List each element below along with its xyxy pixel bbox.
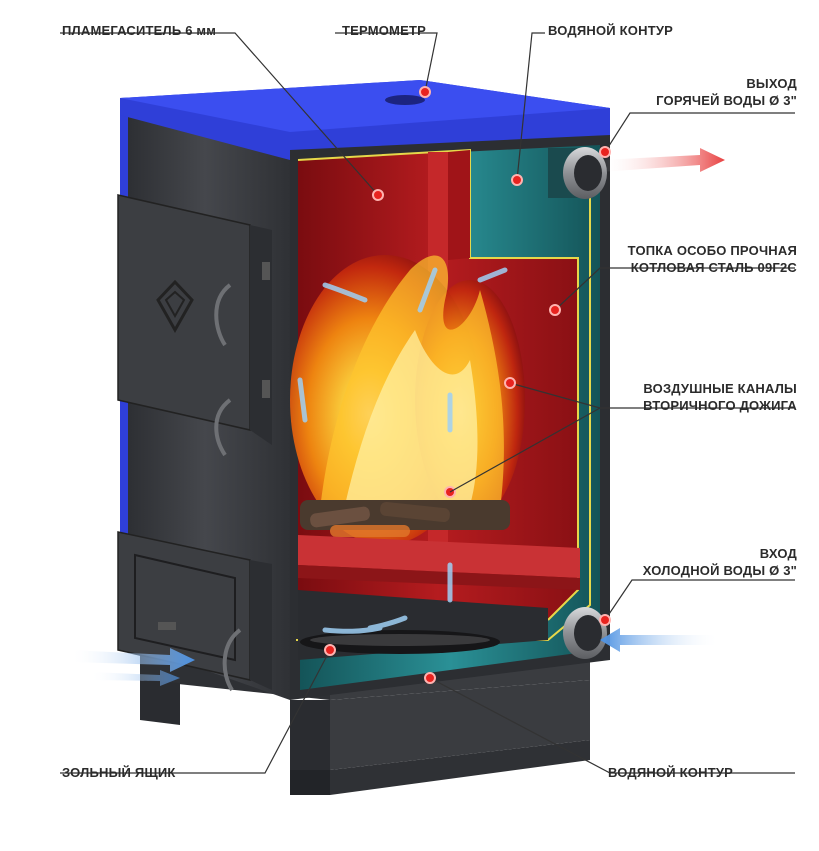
label-cold-water-inlet-line2: ХОЛОДНОЙ ВОДЫ Ø 3" — [642, 563, 797, 578]
label-hot-water-outlet-line2: ГОРЯЧЕЙ ВОДЫ Ø 3" — [656, 93, 797, 108]
cold-water-arrow-right — [600, 628, 720, 652]
lower-door — [117, 531, 272, 692]
label-firebox-line1: ТОПКА ОСОБО ПРОЧНАЯ — [627, 243, 797, 258]
label-flame-arrester: ПЛАМЕГАСИТЕЛЬ 6 мм — [62, 23, 217, 38]
cold-air-arrow-left — [70, 648, 195, 686]
label-thermometer: ТЕРМОМЕТР — [342, 23, 426, 38]
fire — [290, 255, 525, 545]
label-air-channels-line1: ВОЗДУШНЫЕ КАНАЛЫ — [643, 381, 797, 396]
hot-water-pipe — [548, 147, 607, 199]
label-cold-water-inlet-line1: ВХОД — [759, 546, 797, 561]
label-cold-water-inlet: ВХОД ХОЛОДНОЙ ВОДЫ Ø 3" — [643, 545, 797, 579]
label-water-jacket-top: ВОДЯНОЙ КОНТУР — [548, 23, 673, 38]
fire-grate — [298, 535, 580, 578]
upper-door — [117, 194, 272, 457]
hot-water-arrow — [600, 148, 725, 172]
label-hot-water-outlet-line1: ВЫХОД — [746, 76, 797, 91]
callout-markers — [324, 86, 611, 684]
label-air-channels-line2: ВТОРИЧНОГО ДОЖИГА — [643, 398, 797, 413]
label-water-jacket-bottom: ВОДЯНОЙ КОНТУР — [608, 765, 733, 780]
burning-logs — [300, 500, 510, 537]
internal-air-arrows — [297, 267, 508, 634]
cold-water-pipe — [563, 607, 607, 659]
label-ash-box: ЗОЛЬНЫЙ ЯЩИК — [62, 765, 176, 780]
label-hot-water-outlet: ВЫХОД ГОРЯЧЕЙ ВОДЫ Ø 3" — [656, 75, 797, 109]
label-firebox-line2: КОТЛОВАЯ СТАЛЬ 09Г2С — [630, 260, 797, 275]
label-firebox: ТОПКА ОСОБО ПРОЧНАЯ КОТЛОВАЯ СТАЛЬ 09Г2С — [628, 242, 797, 276]
label-air-channels: ВОЗДУШНЫЕ КАНАЛЫ ВТОРИЧНОГО ДОЖИГА — [643, 380, 797, 414]
